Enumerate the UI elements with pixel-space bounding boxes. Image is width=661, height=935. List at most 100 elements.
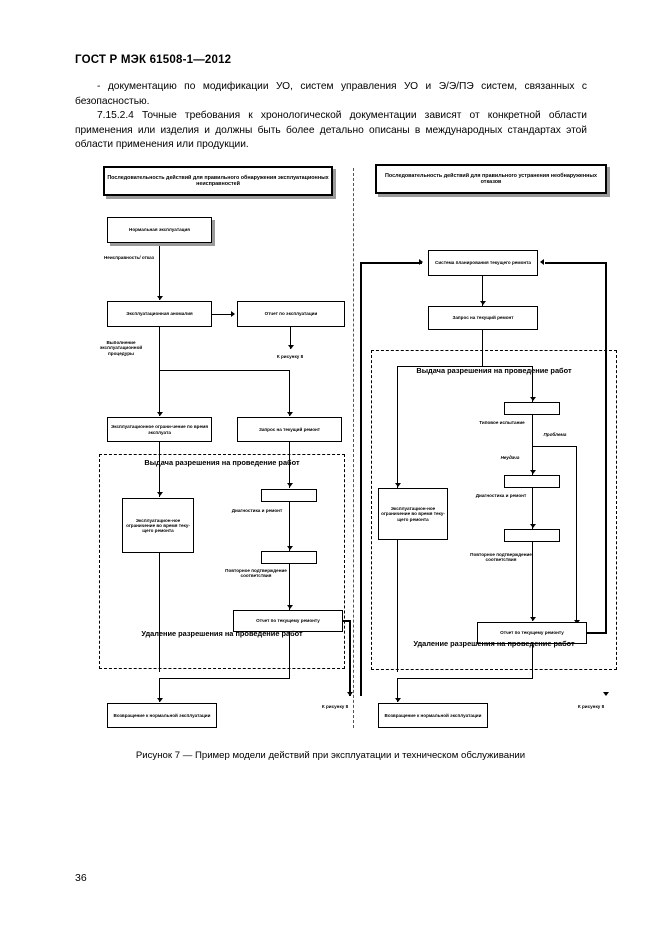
- figure-caption: Рисунок 7 — Пример модели действий при э…: [135, 750, 526, 761]
- line-oplimit-into-region: [159, 442, 161, 497]
- line-typetest-down: [532, 415, 534, 475]
- line-merge-bottom-right: [397, 678, 533, 680]
- line-merge-bottom-left: [159, 678, 290, 680]
- node-operational-limit-maintenance-right: Эксплуатацион-ное ограничение во время т…: [378, 488, 448, 540]
- node-maintenance-report-right: Отчет по текущему ремонту: [477, 622, 587, 644]
- node-diagnostics-box-2-left: [261, 551, 317, 564]
- column-divider: [353, 168, 354, 728]
- line-split-horizontal: [159, 370, 290, 372]
- right-column-title: Последовательность действий для правильн…: [375, 164, 607, 194]
- paragraph-1: - документацию по модификации УО, систем…: [75, 81, 587, 107]
- label-to-figure-8-top: К рисунку 8: [276, 354, 304, 359]
- left-permit-region: [99, 454, 345, 669]
- label-failure: Неудача: [500, 455, 520, 460]
- label-problem: Проблема: [543, 432, 567, 437]
- line-problem-branch: [532, 446, 577, 448]
- label-diagnostics-repair-left: Диагностика и ремонт: [231, 508, 283, 513]
- arrow-failure-to-diag: [529, 470, 536, 474]
- arrow-to-return-left: [156, 698, 163, 702]
- label-reconfirmation-left: Повторное подтверждение соответствия: [225, 568, 287, 579]
- label-diagnostics-repair-right: Диагностика и ремонт: [475, 493, 527, 498]
- page-number: 36: [75, 872, 87, 884]
- arrow-into-planning-right: [540, 259, 544, 265]
- label-permit-issue-right: Выдача разрешения на проведение работ: [416, 366, 572, 375]
- line-split-horizontal-right: [397, 366, 533, 368]
- body-text: - документацию по модификации УО, систем…: [75, 80, 587, 153]
- label-to-figure-8-bottom-left: К рисунку 8: [321, 704, 349, 709]
- paragraph-2: 7.15.2.4 Точные требования к хронологиче…: [75, 110, 587, 151]
- label-permit-remove-right: Удаление разрешения на проведение работ: [413, 639, 575, 648]
- line-problem-down: [576, 446, 578, 626]
- line-split-right-down-right: [532, 366, 534, 402]
- arrow-into-planning-left: [419, 259, 423, 265]
- node-diagnostics-box-2-right: [504, 529, 560, 542]
- node-operational-anomaly: Эксплуатационная аномалия: [107, 301, 212, 327]
- node-return-to-normal-right: Возвращение к нормальной эксплуатации: [378, 703, 488, 728]
- arrow-planning-to-request: [479, 301, 486, 305]
- arrow-diag2-to-report-right: [529, 617, 536, 621]
- label-fault-failure: Неисправность/ отказ: [103, 255, 155, 260]
- node-operational-limit-maintenance-left: Эксплуатацион-ное ограничение во время т…: [122, 498, 194, 553]
- arrow-anomaly-to-report: [231, 311, 235, 317]
- node-normal-operation: Нормальная эксплуатация: [107, 217, 212, 243]
- line-diag-box1-to-box2: [289, 502, 291, 551]
- label-reconfirmation-right: Повторное подтверждение соответствия: [470, 552, 532, 563]
- label-permit-remove-left: Удаление разрешения на проведение работ: [141, 629, 303, 638]
- line-report-down-right: [532, 644, 534, 679]
- line-split-right-down: [289, 370, 291, 416]
- line-oplimit-down-left: [159, 553, 161, 672]
- arrow-request-into-region: [286, 483, 293, 487]
- figure-7: Последовательность действий для правильн…: [85, 162, 625, 742]
- node-operation-report: Отчет по эксплуатации: [237, 301, 345, 327]
- line-report-to-edge-left: [343, 620, 351, 622]
- node-diagnostics-box-1-right: [504, 475, 560, 488]
- line-right-feed-down: [605, 262, 607, 632]
- line-oplimit-down-right: [397, 540, 399, 672]
- line-anomaly-to-report: [212, 313, 234, 315]
- line-report-down-left: [289, 632, 291, 679]
- line-anomaly-down: [159, 327, 161, 416]
- node-operational-limit-during-operation: Эксплуатационное ограни-чение по время э…: [107, 417, 212, 442]
- line-split-left-down-right: [397, 366, 399, 488]
- line-left-feed-down: [360, 262, 362, 696]
- label-permit-issue-left: Выдача разрешения на проведение работ: [144, 458, 300, 467]
- arrow-to-typetest-box: [529, 397, 536, 401]
- line-request-down-right: [482, 330, 484, 367]
- line-merge-to-return-right: [397, 678, 399, 702]
- arrow-normal-to-anomaly: [156, 296, 163, 300]
- line-report-to-right-edge: [587, 632, 607, 634]
- label-operational-procedure: Выполнение эксплуатационной процедуры: [99, 340, 143, 356]
- arrow-diag-box1-to-box2: [286, 546, 293, 550]
- line-normal-to-anomaly: [159, 243, 161, 300]
- arrow-box2-to-report: [286, 605, 293, 609]
- document-header: ГОСТ Р МЭК 61508-1—2012: [75, 54, 232, 66]
- line-into-planning-right: [545, 262, 607, 264]
- line-diag2-to-report-right: [532, 542, 534, 621]
- line-edge-down-left: [349, 620, 351, 696]
- arrow-to-oplimit-right: [394, 483, 401, 487]
- line-planning-to-request: [482, 276, 484, 306]
- line-report-to-fig8: [290, 327, 292, 349]
- line-merge-to-return-left: [159, 678, 161, 702]
- node-type-test-box: [504, 402, 560, 415]
- line-box2-to-report: [289, 564, 291, 610]
- arrow-oplimit-into-region: [156, 492, 163, 496]
- node-diagnostics-box-1-left: [261, 489, 317, 502]
- node-return-to-normal-left: Возвращение к нормальной эксплуатации: [107, 703, 217, 728]
- right-permit-region: [371, 350, 617, 670]
- arrow-edge-fig8-right: [603, 692, 609, 696]
- line-into-planning-left: [360, 262, 422, 264]
- arrow-to-return-right: [394, 698, 401, 702]
- label-type-test: Типовое испытание: [479, 420, 525, 425]
- line-diag1-to-diag2-right: [532, 488, 534, 529]
- label-to-figure-8-bottom-right: К рисунку 8: [577, 704, 605, 709]
- node-maintenance-request-left: Запрос на текущий ремонт: [237, 417, 342, 442]
- line-request-into-region: [289, 442, 291, 488]
- node-maintenance-request-right: Запрос на текущий ремонт: [428, 306, 538, 330]
- arrow-to-op-limit: [156, 412, 163, 416]
- arrow-report-to-fig8: [287, 345, 294, 349]
- arrow-diag1-to-diag2-right: [529, 524, 536, 528]
- left-column-title: Последовательность действий для правильн…: [103, 166, 333, 196]
- node-maintenance-report-left: Отчет по текущему ремонту: [233, 610, 343, 632]
